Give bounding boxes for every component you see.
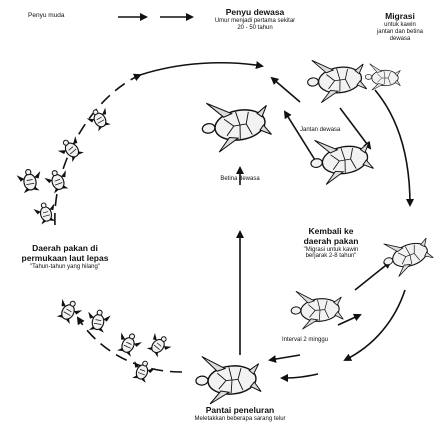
sea-turtle-icon — [307, 131, 375, 186]
migration-title: Migrasi — [360, 12, 440, 22]
migration-subtitle-2: jantan dan betina — [360, 29, 440, 36]
nesting-title: Pantai peneluran — [140, 406, 340, 416]
feeding-stage: Daerah pakan di permukaan laut lepas "Ta… — [0, 244, 130, 270]
migration-stage: Migrasi untuk kawin jantan dan betina de… — [360, 12, 440, 42]
sea-turtle-icon — [53, 296, 83, 326]
arrow-icon — [355, 262, 390, 290]
male-adult-label: Jantan dewasa — [300, 127, 380, 134]
sea-turtle-icon — [144, 330, 174, 359]
female-adult-label: Betina dewasa — [205, 176, 275, 183]
migration-subtitle-1: untuk kawin — [360, 22, 440, 29]
arrow-icon — [140, 63, 262, 75]
arrow-icon — [282, 374, 318, 378]
adult-stage: Penyu dewasa Umur menjadi pertama sekita… — [180, 8, 330, 32]
feeding-subtitle: "Tahun-tahun yang hilang" — [0, 264, 130, 271]
sea-turtle-icon — [305, 53, 368, 104]
sea-turtle-icon — [129, 358, 156, 385]
return-subtitle-2: berjarak 2-8 tahun" — [276, 253, 386, 260]
sea-turtle-icon — [378, 229, 435, 279]
adult-subtitle-1: Umur menjadi pertama sekitar — [180, 18, 330, 25]
return-title-2: daerah pakan — [276, 237, 386, 247]
sea-turtle-icon — [194, 352, 262, 405]
return-subtitle-1: "Migrasi untuk kawin — [276, 247, 386, 254]
nesting-stage: Pantai peneluran Meletakkan beberapa sar… — [140, 406, 340, 423]
sea-turtle-icon — [43, 167, 72, 195]
sea-turtle-icon — [365, 64, 400, 90]
sea-turtle-icon — [56, 134, 87, 165]
nesting-subtitle: Meletakkan beberapa sarang telur — [140, 416, 340, 423]
feeding-title-2: permukaan laut lepas — [0, 254, 130, 264]
adult-title: Penyu dewasa — [180, 8, 330, 18]
arrow-icon — [285, 112, 315, 160]
arrow-icon — [270, 355, 300, 360]
arrow-icon — [375, 90, 410, 205]
sea-turtle-icon — [198, 93, 273, 154]
interval-label: Interval 2 minggu — [265, 337, 345, 344]
adult-subtitle-2: 20 - 50 tahun — [180, 25, 330, 32]
arrow-icon — [345, 290, 405, 360]
sea-turtle-icon — [289, 287, 343, 330]
sea-turtle-icon — [16, 168, 44, 194]
sea-turtle-icon — [114, 329, 144, 358]
arrow-icon — [272, 78, 300, 102]
migration-subtitle-3: dewasa — [360, 36, 440, 43]
hatchling-label: Penyu muda — [28, 12, 108, 19]
sea-turtle-icon — [85, 308, 111, 333]
return-stage: Kembali ke daerah pakan "Migrasi untuk k… — [276, 227, 386, 260]
sea-turtle-icon — [85, 105, 114, 133]
